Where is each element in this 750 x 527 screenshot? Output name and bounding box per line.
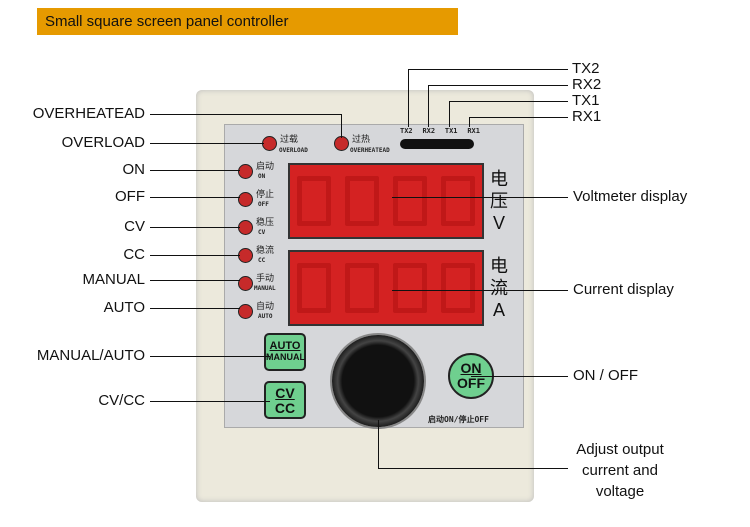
overheat-cn: 过热	[352, 134, 371, 144]
label-on: ON	[122, 161, 146, 178]
label-rx1: RX1	[572, 108, 602, 125]
label-tx2: TX2	[572, 60, 600, 77]
leader-line	[150, 255, 240, 256]
led-en: CV	[258, 229, 266, 236]
label-cv: CV	[124, 218, 145, 235]
overload-cn: 过载	[280, 134, 299, 144]
leader-line	[150, 197, 240, 198]
led-row-cv: 稳压 CV	[238, 218, 288, 246]
comm-rx1: RX1	[467, 127, 480, 135]
overload-led	[262, 136, 277, 151]
label-on-off: ON / OFF	[573, 367, 638, 384]
comm-rx2: RX2	[422, 127, 436, 135]
leader-line	[341, 114, 342, 138]
led	[238, 276, 253, 291]
led	[238, 248, 253, 263]
led-en: ON	[258, 173, 266, 180]
led-cn: 停止	[256, 189, 275, 199]
overheat-en: OVERHEATEAD	[350, 147, 390, 154]
comm-led-strip	[400, 139, 474, 149]
led-row-cc: 稳流 CC	[238, 246, 288, 274]
label-tx1: TX1	[572, 92, 600, 109]
label-auto: AUTO	[103, 299, 145, 316]
overload-en: OVERLOAD	[279, 147, 308, 154]
leader-line	[150, 401, 270, 402]
led-cn: 启动	[256, 161, 275, 171]
led-cn: 手动	[256, 273, 275, 283]
leader-line	[150, 227, 240, 228]
leader-line	[150, 280, 240, 281]
label-overheat: OVERHEATEAD	[32, 105, 145, 122]
led-row-off: 停止 OFF	[238, 190, 288, 218]
status-led-column: 启动 ON 停止 OFF 稳压 CV 稳流 CC 手动 MANUAL 自动 AUTO	[238, 162, 288, 330]
label-rx2: RX2	[572, 76, 602, 93]
overheat-led	[334, 136, 349, 151]
current-display	[288, 250, 484, 326]
label-off: OFF	[115, 188, 145, 205]
comm-tx2: TX2	[400, 127, 413, 135]
adjust-knob[interactable]	[332, 335, 424, 427]
comm-labels: TX2 RX2 TX1 RX1	[400, 127, 480, 135]
label-cc: CC	[123, 246, 145, 263]
label-cv-cc: CV/CC	[98, 392, 145, 409]
led-row-on: 启动 ON	[238, 162, 288, 190]
led-row-auto: 自动 AUTO	[238, 302, 288, 330]
leader-line	[150, 356, 270, 357]
leader-line	[150, 170, 240, 171]
led-cn: 稳流	[256, 245, 275, 255]
label-manual: MANUAL	[82, 271, 145, 288]
led-cn: 自动	[256, 301, 275, 311]
leader-line	[150, 114, 342, 115]
led	[238, 304, 253, 319]
label-adjust: Adjust output current and voltage	[576, 441, 664, 500]
led	[238, 220, 253, 235]
title-bar: Small square screen panel controller	[37, 8, 458, 35]
label-voltmeter: Voltmeter display	[573, 188, 688, 205]
led-en: CC	[258, 257, 266, 264]
led-en: MANUAL	[254, 285, 276, 292]
led	[238, 164, 253, 179]
label-manual-auto: MANUAL/AUTO	[36, 347, 145, 364]
led-row-manual: 手动 MANUAL	[238, 274, 288, 302]
led	[238, 192, 253, 207]
panel-footer-text: 启动ON/停止OFF	[428, 415, 489, 424]
leader-line	[150, 308, 240, 309]
label-overload: OVERLOAD	[61, 134, 145, 151]
led-cn: 稳压	[256, 217, 275, 227]
voltage-display	[288, 163, 484, 239]
label-current: Current display	[573, 281, 674, 298]
led-en: OFF	[258, 201, 269, 208]
leader-line	[150, 143, 264, 144]
comm-tx1: TX1	[444, 127, 458, 135]
led-en: AUTO	[258, 313, 273, 320]
